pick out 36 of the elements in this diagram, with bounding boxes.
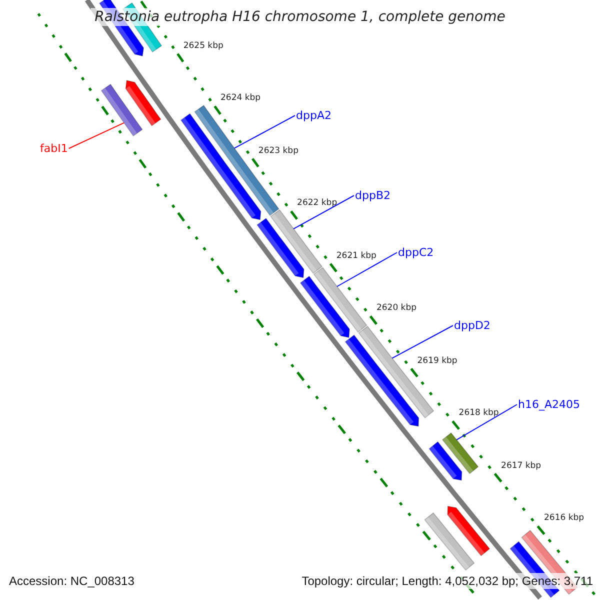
scale-label: 2619 kbp: [417, 356, 458, 366]
gene-label: h16_A2405: [518, 398, 580, 411]
gene-label: dppA2: [296, 109, 332, 122]
gene-feature-bar: [424, 512, 475, 571]
gene-feature-bar: [313, 267, 368, 333]
gene-label: dppC2: [398, 246, 434, 259]
gene-label: dppD2: [454, 319, 490, 332]
accession-text: Accession: NC_008313: [7, 573, 136, 589]
gene-feature-bar: [270, 209, 323, 274]
scale-label: 2616 kbp: [544, 513, 584, 524]
scale-label: 2620 kbp: [376, 303, 417, 314]
leader-line: [68, 122, 124, 149]
scale-label: 2623 kbp: [258, 146, 298, 156]
scale-label: 2621 kbp: [336, 250, 376, 261]
gene-label: dppB2: [355, 189, 390, 202]
gene-feature-bar: [300, 276, 350, 338]
gene-feature-bar: [100, 84, 143, 136]
genome-info-text: Topology: circular; Length: 4,052,032 bp; Genes: 3,711: [300, 573, 595, 589]
leader-line: [392, 325, 454, 359]
gene-feature-bar: [344, 334, 420, 427]
gene-feature-bar: [447, 506, 490, 556]
gene-feature-bar: [442, 432, 479, 474]
gene-feature-bar: [194, 104, 280, 216]
scale-label: 2624 kbp: [220, 93, 261, 104]
scale-label: 2625 kbp: [183, 40, 224, 51]
gene-feature-bar: [125, 80, 162, 126]
scale-label: 2617 kbp: [501, 460, 542, 471]
gene-label: fabI1: [40, 142, 68, 155]
leader-line: [293, 195, 354, 230]
gene-feature-bar: [256, 218, 304, 278]
leader-line: [336, 252, 398, 287]
gene-feature-bar: [428, 441, 462, 481]
scale-label: 2618 kbp: [458, 408, 499, 418]
leader-line: [234, 115, 296, 149]
leader-line: [456, 404, 518, 440]
scale-label: 2622 kbp: [297, 198, 338, 208]
